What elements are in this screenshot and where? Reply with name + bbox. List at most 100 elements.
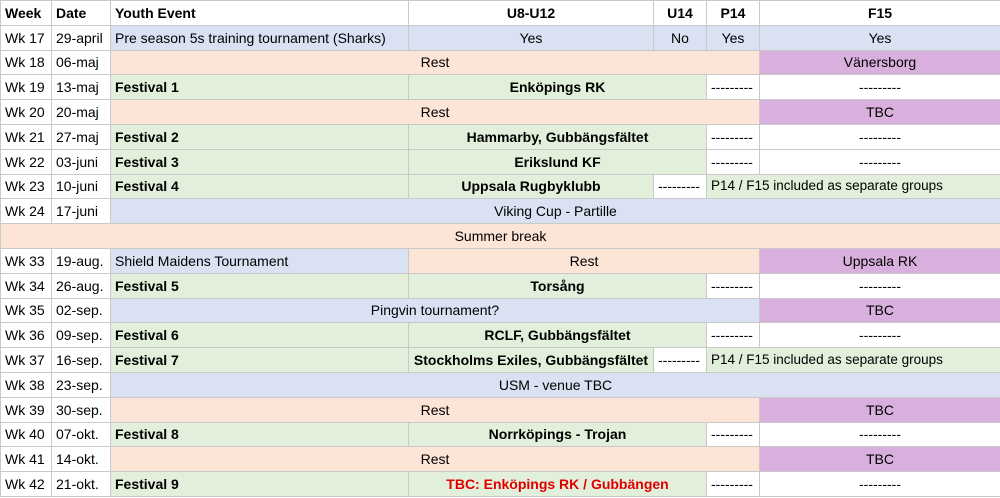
cell-venue: Torsång — [408, 272, 707, 299]
cell-date: 21-okt. — [51, 471, 111, 497]
cell-week: Wk 18 — [0, 49, 52, 76]
header-u14: U14 — [653, 0, 707, 26]
cell-f15: --------- — [759, 322, 1000, 349]
header-p14: P14 — [706, 0, 760, 26]
table-row: Wk 37 16-sep. Festival 7 Stockholms Exil… — [0, 347, 1000, 373]
cell-note: P14 / F15 included as separate groups — [706, 347, 1000, 373]
table-row: Summer break — [0, 223, 1000, 249]
cell-event: Pre season 5s training tournament (Shark… — [110, 24, 409, 51]
cell-week: Wk 35 — [0, 297, 52, 324]
table-row: Wk 40 07-okt. Festival 8 Norrköpings - T… — [0, 421, 1000, 448]
table-row: Wk 36 09-sep. Festival 6 RCLF, Gubbängsf… — [0, 322, 1000, 349]
cell-date: 02-sep. — [51, 297, 111, 324]
cell-f15: --------- — [759, 272, 1000, 299]
cell-f15: TBC — [759, 396, 1000, 423]
cell-p14: --------- — [706, 322, 760, 349]
cell-span: Viking Cup - Partille — [110, 198, 1000, 225]
cell-event: Festival 2 — [110, 123, 409, 150]
table-row: Wk 21 27-maj Festival 2 Hammarby, Gubbän… — [0, 123, 1000, 150]
cell-venue: Enköpings RK — [408, 74, 707, 101]
cell-u14: --------- — [653, 347, 707, 373]
cell-p14: --------- — [706, 123, 760, 150]
cell-span: Rest — [110, 396, 760, 423]
cell-week: Wk 21 — [0, 123, 52, 150]
cell-week: Wk 40 — [0, 421, 52, 448]
cell-u14: No — [653, 24, 707, 51]
cell-f15: --------- — [759, 148, 1000, 175]
cell-date: 27-maj — [51, 123, 111, 150]
cell-event: Festival 1 — [110, 74, 409, 101]
cell-f15: --------- — [759, 123, 1000, 150]
cell-date: 13-maj — [51, 74, 111, 101]
header-date: Date — [51, 0, 111, 26]
cell-f15: Yes — [759, 24, 1000, 51]
cell-date: 16-sep. — [51, 347, 111, 373]
cell-date: 07-okt. — [51, 421, 111, 448]
cell-date: 03-juni — [51, 148, 111, 175]
cell-u8-u12: Yes — [408, 24, 654, 51]
cell-venue: Stockholms Exiles, Gubbängsfältet — [408, 347, 654, 373]
cell-event: Shield Maidens Tournament — [110, 247, 409, 274]
cell-date: 06-maj — [51, 49, 111, 76]
cell-span: Rest — [110, 446, 760, 473]
cell-week: Wk 23 — [0, 173, 52, 200]
cell-f15: TBC — [759, 297, 1000, 324]
cell-date: 19-aug. — [51, 247, 111, 274]
cell-f15: --------- — [759, 74, 1000, 101]
cell-p14: --------- — [706, 421, 760, 448]
table-row: Wk 39 30-sep. Rest TBC — [0, 396, 1000, 423]
cell-span: Rest — [110, 99, 760, 125]
cell-week: Wk 38 — [0, 371, 52, 398]
table-row: Wk 34 26-aug. Festival 5 Torsång -------… — [0, 272, 1000, 299]
cell-u14: --------- — [653, 173, 707, 200]
table-row: Wk 38 23-sep. USM - venue TBC — [0, 371, 1000, 398]
cell-week: Wk 20 — [0, 99, 52, 125]
cell-venue: Hammarby, Gubbängsfältet — [408, 123, 707, 150]
cell-date: 14-okt. — [51, 446, 111, 473]
cell-venue: RCLF, Gubbängsfältet — [408, 322, 707, 349]
header-u8-u12: U8-U12 — [408, 0, 654, 26]
cell-p14: --------- — [706, 148, 760, 175]
cell-week: Wk 22 — [0, 148, 52, 175]
cell-p14: --------- — [706, 272, 760, 299]
cell-week: Wk 42 — [0, 471, 52, 497]
cell-week: Wk 17 — [0, 24, 52, 51]
cell-date: 26-aug. — [51, 272, 111, 299]
cell-date: 10-juni — [51, 173, 111, 200]
cell-date: 30-sep. — [51, 396, 111, 423]
cell-p14: Yes — [706, 24, 760, 51]
summer-break-cell: Summer break — [0, 223, 1000, 249]
cell-event: Festival 3 — [110, 148, 409, 175]
table-row: Wk 42 21-okt. Festival 9 TBC: Enköpings … — [0, 471, 1000, 497]
header-youth-event: Youth Event — [110, 0, 409, 26]
table-row: Wk 24 17-juni Viking Cup - Partille — [0, 198, 1000, 225]
cell-week: Wk 36 — [0, 322, 52, 349]
cell-week: Wk 19 — [0, 74, 52, 101]
cell-event: Festival 5 — [110, 272, 409, 299]
header-f15: F15 — [759, 0, 1000, 26]
cell-event: Festival 4 — [110, 173, 409, 200]
cell-f15: TBC — [759, 99, 1000, 125]
table-row: Wk 20 20-maj Rest TBC — [0, 99, 1000, 125]
cell-p14: --------- — [706, 74, 760, 101]
table-row: Wk 17 29-april Pre season 5s training to… — [0, 24, 1000, 51]
table-row: Wk 22 03-juni Festival 3 Erikslund KF --… — [0, 148, 1000, 175]
table-row: Wk 23 10-juni Festival 4 Uppsala Rugbykl… — [0, 173, 1000, 200]
cell-date: 23-sep. — [51, 371, 111, 398]
cell-venue: TBC: Enköpings RK / Gubbängen — [408, 471, 707, 497]
cell-week: Wk 34 — [0, 272, 52, 299]
cell-date: 20-maj — [51, 99, 111, 125]
cell-event: Festival 6 — [110, 322, 409, 349]
cell-venue: Norrköpings - Trojan — [408, 421, 707, 448]
cell-week: Wk 39 — [0, 396, 52, 423]
table-row: Wk 35 02-sep. Pingvin tournament? TBC — [0, 297, 1000, 324]
header-row: Week Date Youth Event U8-U12 U14 P14 F15 — [0, 0, 1000, 26]
cell-span: USM - venue TBC — [110, 371, 1000, 398]
cell-f15: Vänersborg — [759, 49, 1000, 76]
cell-date: 09-sep. — [51, 322, 111, 349]
cell-event: Festival 9 — [110, 471, 409, 497]
cell-note: P14 / F15 included as separate groups — [706, 173, 1000, 200]
table-row: Wk 33 19-aug. Shield Maidens Tournament … — [0, 247, 1000, 274]
cell-venue: Uppsala Rugbyklubb — [408, 173, 654, 200]
